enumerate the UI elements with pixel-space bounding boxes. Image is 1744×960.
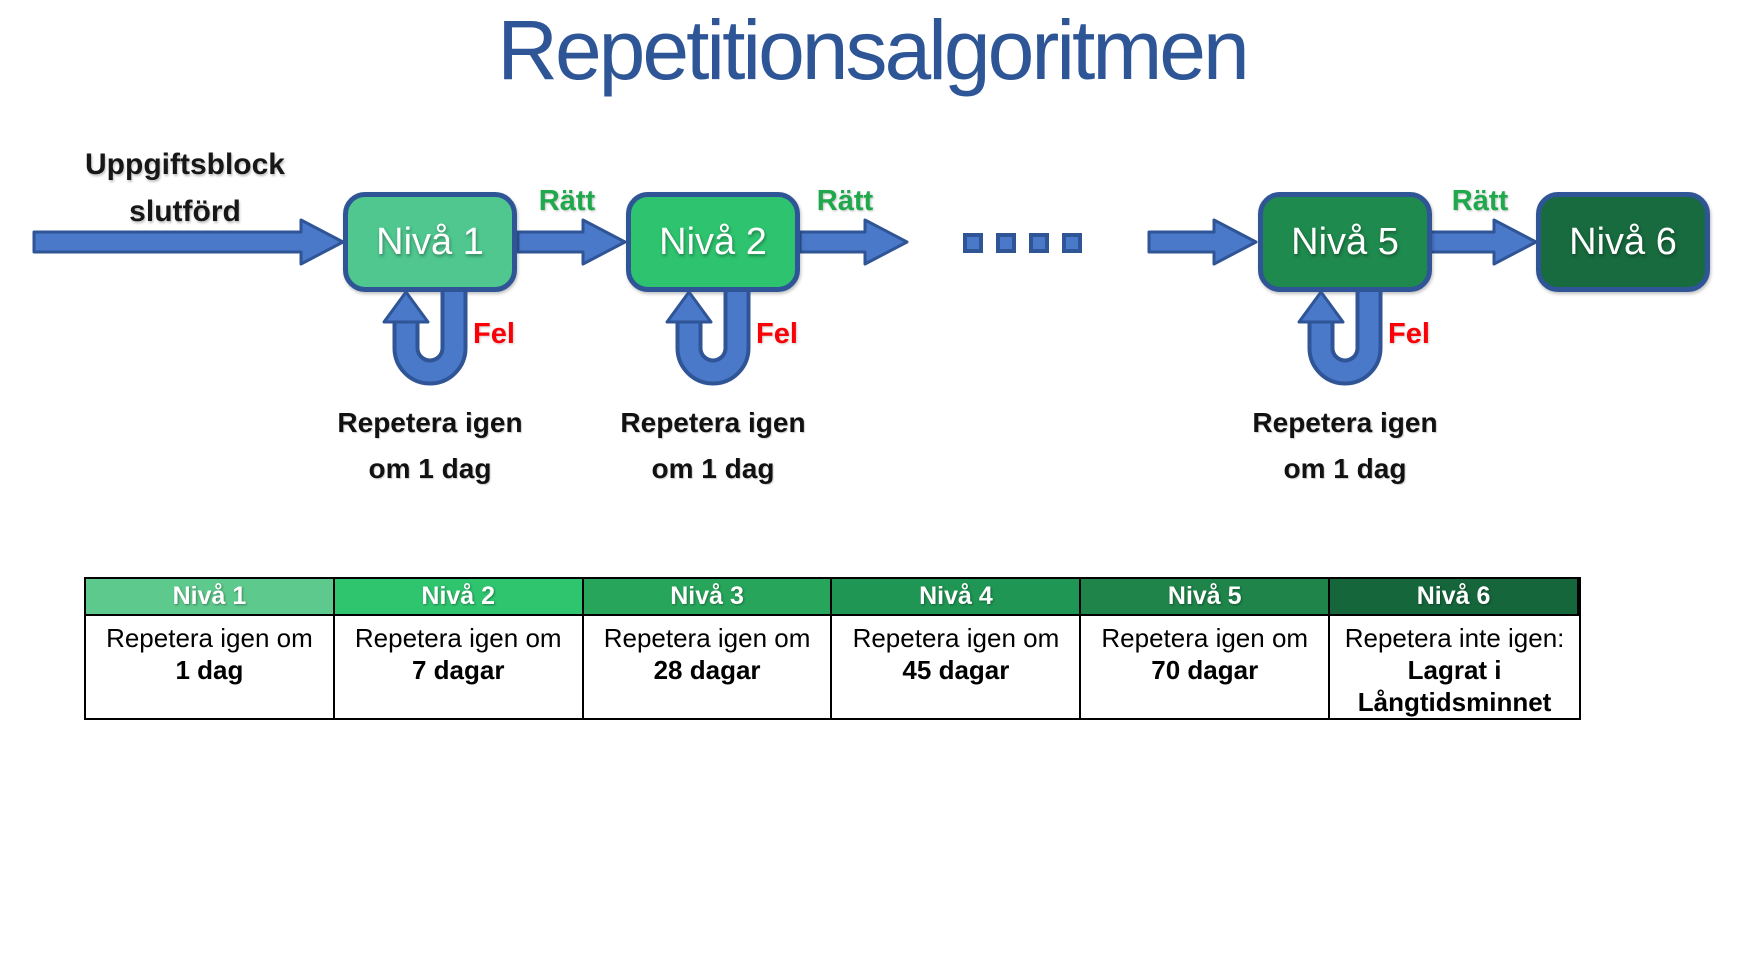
correct-label-1: Rätt	[538, 185, 596, 217]
table-cell-niva-4: Repetera igen om 45 dagar	[832, 614, 1082, 718]
table-cell-niva-6: Repetera inte igen: Lagrat i Långtidsmin…	[1330, 614, 1579, 718]
header-cell-niva-3: Nivå 3	[583, 579, 833, 614]
header-cell-niva-1: Nivå 1	[86, 579, 335, 614]
loop-arrow-level1-icon	[382, 290, 468, 386]
cell-text: Repetera igen om	[1101, 623, 1309, 653]
start-arrow-icon	[32, 218, 345, 266]
node-niva-2-label: Nivå 2	[659, 220, 767, 263]
node-niva-1-label: Nivå 1	[376, 220, 484, 263]
arrow-into-level5-icon	[1147, 218, 1258, 266]
node-niva-1: Nivå 1	[343, 192, 517, 292]
loop-caption-line1: Repetera igen	[1252, 407, 1438, 438]
node-niva-2: Nivå 2	[626, 192, 800, 292]
loop-caption-line2: om 1 dag	[368, 453, 492, 484]
cell-value: 45 dagar	[902, 655, 1010, 685]
start-label-line1: Uppgiftsblock	[85, 148, 285, 181]
cell-text: Repetera igen om	[603, 623, 811, 653]
loop-arrow-level5-icon	[1297, 290, 1383, 386]
wrong-label-2: Fel	[756, 318, 798, 350]
arrow-level2-onward-icon	[798, 218, 909, 266]
cell-value: Lagrat i	[1407, 655, 1502, 685]
loop-caption-level5: Repetera igen om 1 dag	[1215, 400, 1475, 492]
correct-label-2: Rätt	[816, 185, 874, 217]
header-cell-niva-6: Nivå 6	[1330, 579, 1579, 614]
cell-text: Repetera igen om	[354, 623, 562, 653]
loop-caption-line2: om 1 dag	[1283, 453, 1407, 484]
table-cell-niva-2: Repetera igen om 7 dagar	[334, 614, 584, 718]
header-cell-niva-4: Nivå 4	[832, 579, 1082, 614]
arrow-level1-to-level2-icon	[516, 218, 627, 266]
loop-caption-line1: Repetera igen	[337, 407, 523, 438]
table-cell-niva-3: Repetera igen om 28 dagar	[583, 614, 833, 718]
page-title: Repetitionsalgoritmen	[497, 3, 1249, 97]
node-niva-6: Nivå 6	[1536, 192, 1710, 292]
node-niva-5-label: Nivå 5	[1291, 220, 1399, 263]
table-cell-niva-5: Repetera igen om 70 dagar	[1081, 614, 1331, 718]
cell-value: 70 dagar	[1151, 655, 1259, 685]
wrong-label-1: Fel	[473, 318, 515, 350]
loop-caption-level2: Repetera igen om 1 dag	[583, 400, 843, 492]
continuation-dots-icon	[963, 233, 983, 253]
cell-value: 28 dagar	[653, 655, 761, 685]
cell-value: 7 dagar	[411, 655, 505, 685]
header-cell-niva-5: Nivå 5	[1081, 579, 1331, 614]
node-niva-5: Nivå 5	[1258, 192, 1432, 292]
cell-text: Repetera inte igen:	[1344, 623, 1565, 653]
levels-table: Nivå 1 Nivå 2 Nivå 3 Nivå 4 Nivå 5 Nivå …	[84, 577, 1581, 720]
wrong-label-3: Fel	[1388, 318, 1430, 350]
cell-text: Repetera igen om	[106, 623, 313, 653]
start-label-line2: slutförd	[129, 195, 241, 228]
loop-caption-level1: Repetera igen om 1 dag	[300, 400, 560, 492]
header-cell-niva-2: Nivå 2	[334, 579, 584, 614]
cell-value-line2: Långtidsminnet	[1357, 687, 1552, 717]
continuation-dots-icon	[1062, 233, 1082, 253]
start-label: Uppgiftsblock slutförd	[40, 141, 330, 235]
correct-label-3: Rätt	[1451, 185, 1509, 217]
cell-text: Repetera igen om	[852, 623, 1060, 653]
loop-caption-line2: om 1 dag	[651, 453, 775, 484]
table-cell-niva-1: Repetera igen om 1 dag	[86, 614, 335, 718]
arrow-level5-to-level6-icon	[1427, 218, 1538, 266]
cell-value: 1 dag	[175, 655, 244, 685]
continuation-dots-icon	[996, 233, 1016, 253]
continuation-dots-icon	[1029, 233, 1049, 253]
loop-arrow-level2-icon	[665, 290, 751, 386]
node-niva-6-label: Nivå 6	[1569, 220, 1677, 263]
loop-caption-line1: Repetera igen	[620, 407, 806, 438]
